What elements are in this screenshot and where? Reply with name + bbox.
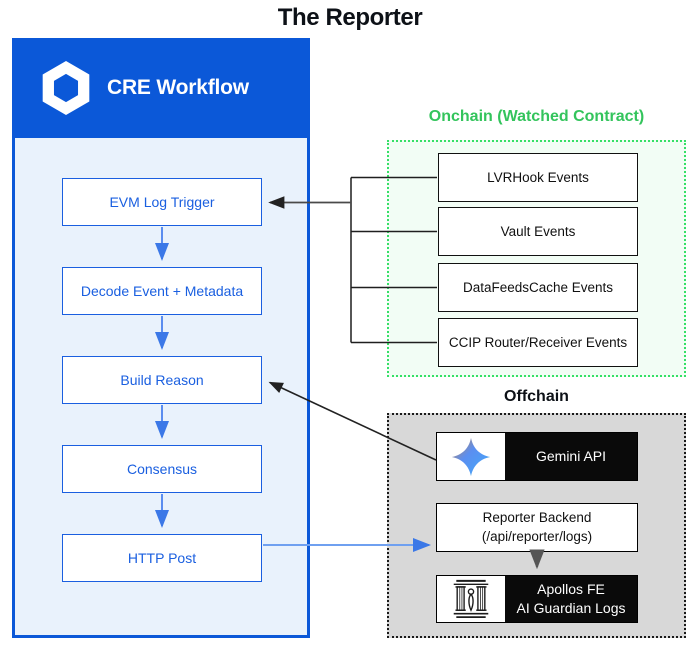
step-decode-event-metadata: Decode Event + Metadata bbox=[62, 267, 262, 315]
step-consensus: Consensus bbox=[62, 445, 262, 493]
onchain-section-title: Onchain (Watched Contract) bbox=[428, 108, 645, 125]
cre-workflow-header: CRE Workflow bbox=[12, 38, 310, 138]
apollos-fe-label: Apollos FE bbox=[537, 581, 605, 598]
gemini-sparkle-icon bbox=[437, 433, 505, 480]
event-lvrhook: LVRHook Events bbox=[438, 153, 638, 202]
event-ccip-router-receiver: CCIP Router/Receiver Events bbox=[438, 318, 638, 367]
chainlink-hexagon-icon bbox=[42, 61, 90, 115]
apollos-fe-node: Apollos FE AI Guardian Logs bbox=[436, 575, 638, 623]
offchain-section-title: Offchain bbox=[504, 388, 569, 405]
step-http-post: HTTP Post bbox=[62, 534, 262, 582]
reporter-backend-sublabel: (/api/reporter/logs) bbox=[481, 528, 593, 544]
gemini-api-label: Gemini API bbox=[535, 448, 607, 465]
cre-workflow-panel: CRE Workflow EVM Log Trigger Decode Even… bbox=[12, 38, 310, 638]
onchain-watched-contract-box: LVRHook Events Vault Events DataFeedsCac… bbox=[387, 140, 686, 377]
step-evm-log-trigger: EVM Log Trigger bbox=[62, 178, 262, 226]
reporter-backend-label: Reporter Backend bbox=[482, 510, 592, 526]
gemini-api-node: Gemini API bbox=[436, 432, 638, 481]
ai-guardian-logs-label: AI Guardian Logs bbox=[516, 600, 626, 616]
page-title: The Reporter bbox=[277, 4, 423, 31]
reporter-backend-node: Reporter Backend (/api/reporter/logs) bbox=[436, 503, 638, 552]
step-build-reason: Build Reason bbox=[62, 356, 262, 404]
apollos-temple-icon bbox=[437, 576, 505, 622]
event-vault: Vault Events bbox=[438, 207, 638, 256]
offchain-box: Gemini API Reporter Backend (/api/report… bbox=[387, 413, 686, 638]
event-datafeedscache: DataFeedsCache Events bbox=[438, 263, 638, 312]
workflow-panel-title: CRE Workflow bbox=[107, 76, 249, 99]
